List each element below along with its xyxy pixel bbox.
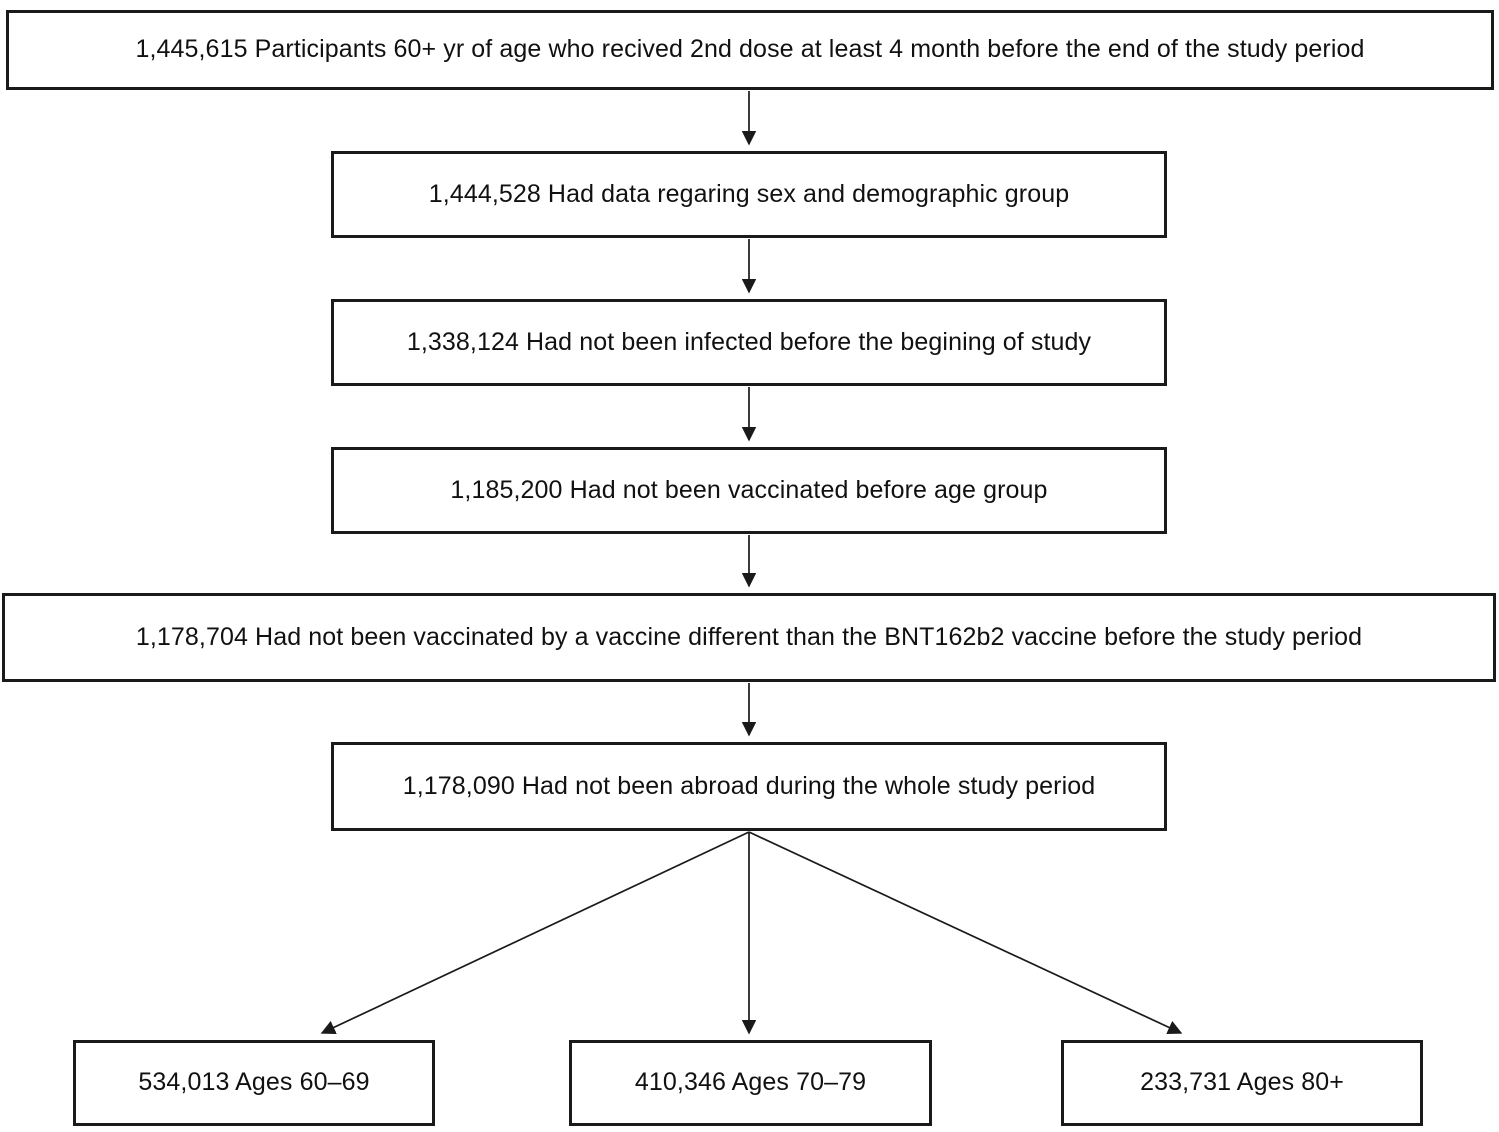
flow-node-had-demographic-data: 1,444,528 Had data regaring sex and demo…: [331, 151, 1167, 238]
flow-node-not-abroad: 1,178,090 Had not been abroad during the…: [331, 742, 1167, 831]
flow-node-not-infected-before: 1,338,124 Had not been infected before t…: [331, 299, 1167, 386]
arrow-notabroad-to-ages60-69: [320, 831, 750, 1034]
flow-node-total-participants: 1,445,615 Participants 60+ yr of age who…: [6, 10, 1494, 90]
flow-node-no-other-vaccine: 1,178,704 Had not been vaccinated by a v…: [2, 593, 1496, 682]
flow-node-not-vaccinated-before: 1,185,200 Had not been vaccinated before…: [331, 447, 1167, 534]
flow-node-ages-80-plus: 233,731 Ages 80+: [1061, 1040, 1423, 1126]
arrow-notabroad-to-ages80plus: [748, 831, 1183, 1035]
flow-node-ages-60-69: 534,013 Ages 60–69: [73, 1040, 435, 1126]
flow-node-ages-70-79: 410,346 Ages 70–79: [569, 1040, 932, 1126]
